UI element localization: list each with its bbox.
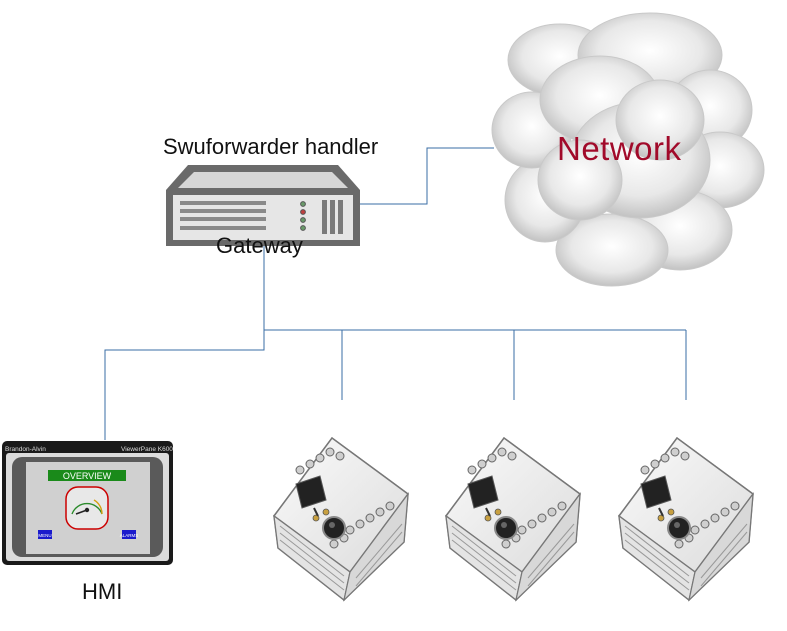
hmi-banner xyxy=(48,470,126,481)
hmi-alarms-text: ALARMS xyxy=(120,533,139,538)
link-gateway-hmi xyxy=(104,246,265,440)
handler-label: Swuforwarder handler xyxy=(163,134,379,159)
network-label: Network xyxy=(557,130,682,167)
gauge-icon xyxy=(65,486,109,530)
hmi-top-left-text: Brandon-Alvin xyxy=(5,446,46,453)
gateway-label: Gateway xyxy=(216,233,303,258)
plc-icon-3 xyxy=(618,437,754,601)
link-gateway-network xyxy=(358,147,494,205)
hmi-label: HMI xyxy=(82,579,123,604)
plc-icon-2 xyxy=(445,437,581,601)
network-links xyxy=(104,147,687,440)
hmi-menu-button xyxy=(38,530,52,539)
hmi-alarms-button xyxy=(122,530,136,539)
cloud-icon xyxy=(491,12,765,287)
hmi-banner-text: OVERVIEW xyxy=(63,471,112,481)
hmi-top-right-text: ViewerPane K600 xyxy=(121,446,173,453)
hmi-panel-icon: OVERVIEW Brandon-Alvin ViewerPane K600 M… xyxy=(2,441,173,565)
hmi-menu-text: MENU xyxy=(38,533,51,538)
plc-icon-1 xyxy=(273,437,409,601)
server-icon xyxy=(166,165,360,246)
